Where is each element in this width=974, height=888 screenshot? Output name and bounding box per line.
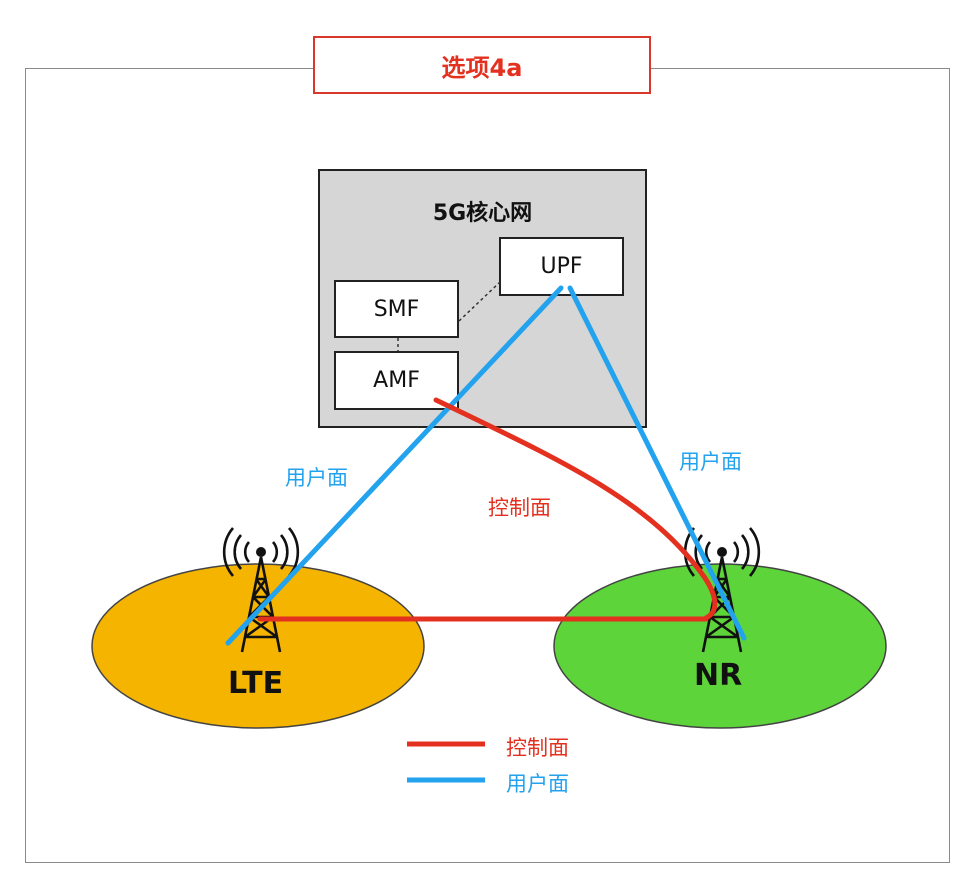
user-plane-lte-link: [225, 285, 564, 646]
amf-label: AMF: [373, 368, 420, 393]
page-title-text: 选项4a: [441, 53, 523, 82]
user-plane-left-label: 用户面: [285, 466, 348, 490]
user-plane-right-label: 用户面: [679, 450, 742, 474]
smf-box: SMF: [334, 280, 459, 338]
legend-control-label: 控制面: [506, 736, 569, 760]
legend-user-label: 用户面: [506, 772, 569, 796]
user-plane-nr-link: [567, 285, 747, 641]
nr-label: NR: [694, 658, 743, 693]
control-plane-amf-nr-link: [433, 397, 718, 621]
core-network-title: 5G核心网: [432, 201, 533, 226]
lte-label: LTE: [228, 666, 284, 701]
page-title: 选项4a: [313, 36, 651, 94]
lte-cell: [91, 563, 425, 729]
control-plane-label: 控制面: [488, 496, 551, 520]
smf-upf-link: [458, 281, 501, 322]
upf-label: UPF: [540, 254, 583, 279]
smf-label: SMF: [373, 296, 420, 322]
